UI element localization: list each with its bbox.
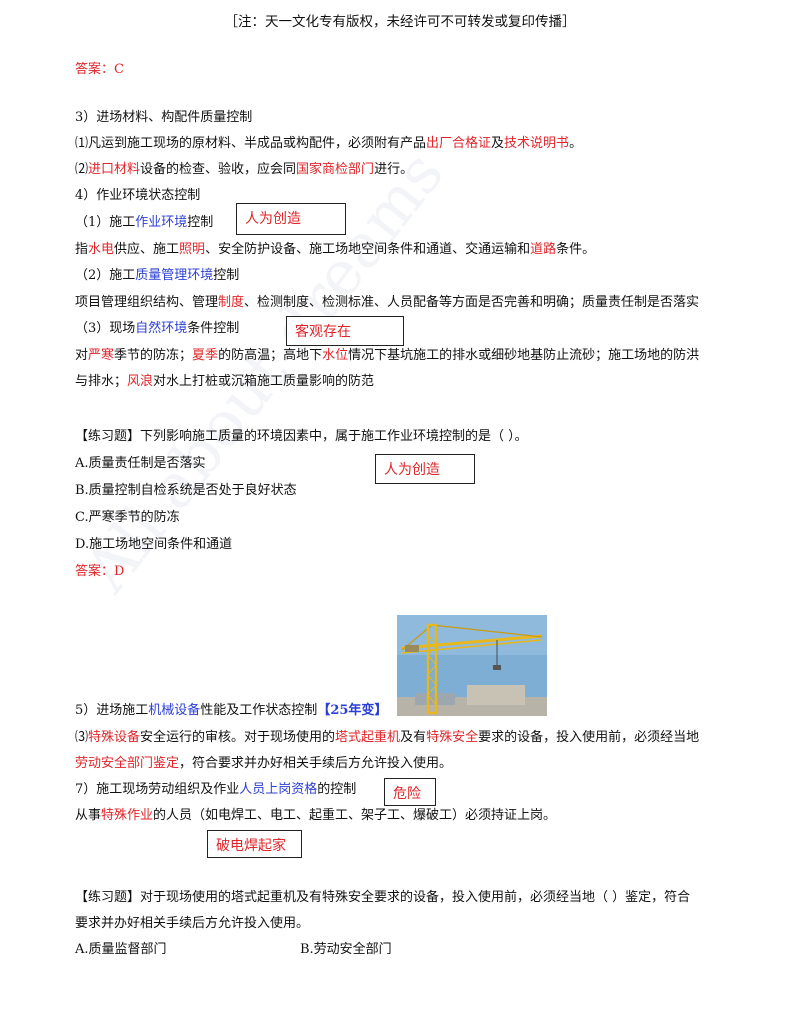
- tower-crane-photo: [397, 615, 547, 716]
- section-4-1-title: （1）施工作业环境控制: [75, 215, 214, 230]
- answer-c: 答案：C: [75, 62, 124, 77]
- question-2-stem-2: 要求并办好相关手续后方允许投入使用。: [75, 916, 310, 931]
- note-box-2: 客观存在: [286, 316, 404, 346]
- answer-d: 答案：D: [75, 564, 125, 579]
- section-5-line1: ⑶特殊设备安全运行的审核。对于现场使用的塔式起重机及有特殊安全要求的设备，投入使…: [75, 730, 700, 745]
- note-box-4: 危险: [384, 778, 436, 806]
- section-4-3-body1: 对严寒季节的防冻；夏季的防高温；高地下水位情况下基坑施工的排水或细砂地基防止流砂…: [75, 348, 700, 363]
- question-1-option-d: D.施工场地空间条件和通道: [75, 537, 233, 552]
- section-4-3-body2: 与排水；风浪对水上打桩或沉箱施工质量影响的防范: [75, 374, 375, 389]
- question-2-stem-1: 【练习题】对于现场使用的塔式起重机及有特殊安全要求的设备，投入使用前，必须经当地…: [75, 890, 691, 905]
- section-7-body: 从事特殊作业的人员（如电焊工、电工、起重工、架子工、爆破工）必须持证上岗。: [75, 808, 557, 823]
- section-5-line2: 劳动安全部门鉴定，符合要求并办好相关手续后方允许投入使用。: [75, 756, 453, 771]
- question-2-option-a: A.质量监督部门: [75, 942, 167, 957]
- section-4-2-body: 项目管理组织结构、管理制度、检测制度、检测标准、人员配备等方面是否完善和明确；质…: [75, 295, 700, 310]
- section-3-title: 3）进场材料、构配件质量控制: [75, 110, 253, 125]
- question-1-option-b: B.质量控制自检系统是否处于良好状态: [75, 483, 297, 498]
- note-box-3: 人为创造: [375, 454, 475, 484]
- section-7-title: 7）施工现场劳动组织及作业人员上岗资格的控制: [75, 782, 357, 797]
- question-1-stem: 【练习题】下列影响施工质量的环境因素中，属于施工作业环境控制的是（ ）。: [75, 429, 528, 444]
- section-3-line2: ⑵进口材料设备的检查、验收，应会同国家商检部门进行。: [75, 162, 414, 177]
- copyright-header: ［注：天一文化专有版权，未经许可不可转发或复印传播］: [224, 14, 576, 30]
- section-4-2-title: （2）施工质量管理环境控制: [75, 268, 240, 283]
- note-box-5: 破电焊起家: [207, 830, 302, 858]
- section-3-line1: ⑴凡运到施工现场的原材料、半成品或构配件，必须附有产品出厂合格证及技术说明书。: [75, 136, 583, 151]
- question-2-option-b: B.劳动安全部门: [300, 942, 392, 957]
- question-1-option-c: C.严寒季节的防冻: [75, 510, 180, 525]
- question-1-option-a: A.质量责任制是否落实: [75, 456, 206, 471]
- section-4-3-title: （3）现场自然环境条件控制: [75, 321, 240, 336]
- note-box-1: 人为创造: [236, 203, 346, 235]
- section-4-1-body: 指水电供应、施工照明、安全防护设备、施工场地空间条件和通道、交通运输和道路条件。: [75, 242, 596, 257]
- section-4-title: 4）作业环境状态控制: [75, 188, 201, 203]
- section-5-title: 5）进场施工机械设备性能及工作状态控制【25年变】: [75, 703, 388, 718]
